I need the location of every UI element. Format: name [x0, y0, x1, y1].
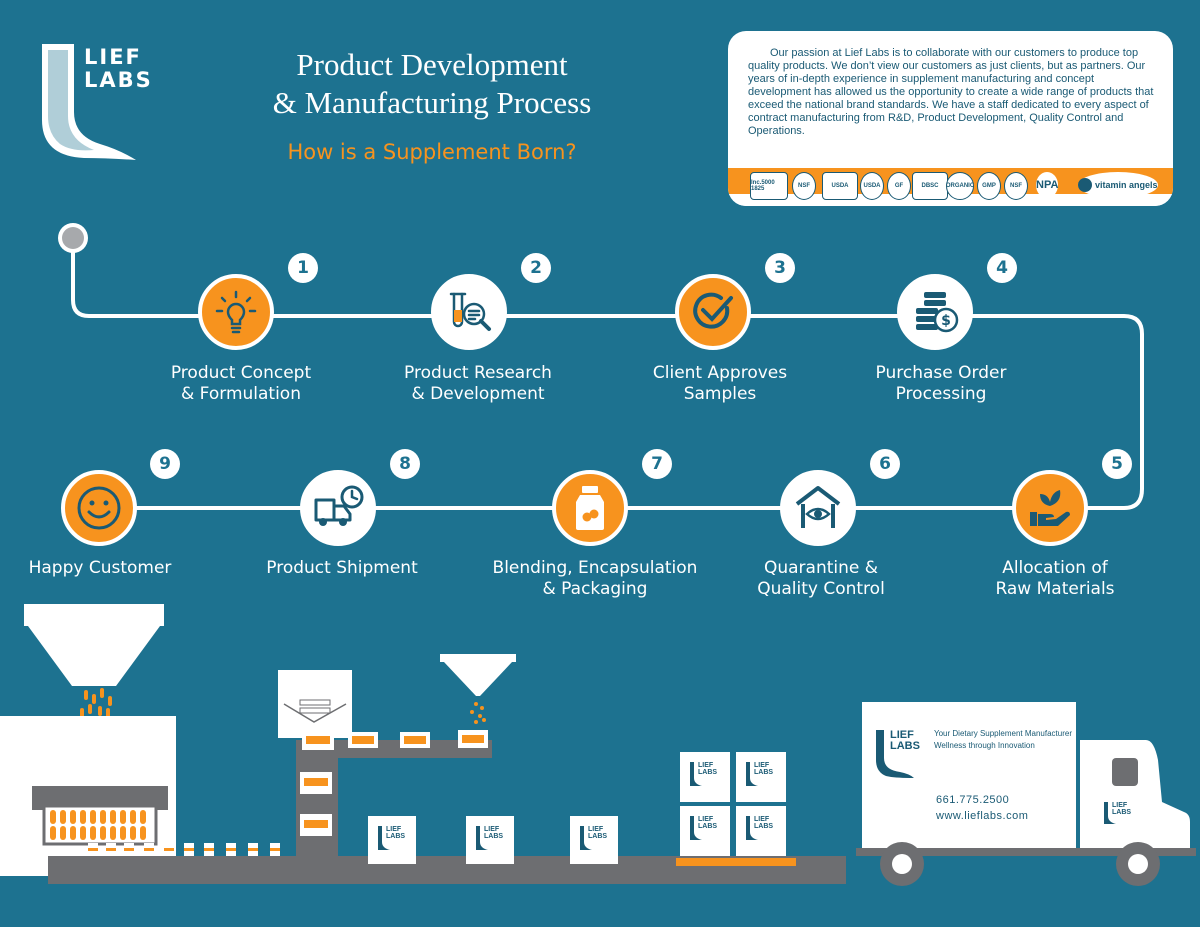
pallet-box-4-logo-text: LIEF LABS: [754, 816, 774, 830]
truck-clock-icon: [314, 485, 364, 526]
cert-inc5000-badge: Inc.5000 1825: [750, 172, 788, 200]
step-6-circle: [780, 470, 856, 546]
step-9-number: 9: [150, 449, 180, 479]
step-3-number: 3: [765, 253, 795, 283]
coins-dollar-icon: $: [916, 292, 959, 333]
truck-tagline: Your Dietary Supplement Manufacturer Wel…: [934, 729, 1072, 750]
step-8-label: Product Shipment: [266, 558, 418, 578]
bottles-on-upper-belt: [300, 730, 488, 836]
hopper-top: [24, 604, 164, 626]
hopper-funnel: [28, 626, 160, 686]
falling-capsules: [80, 688, 112, 718]
shipping-boxes-on-belt: [368, 816, 618, 864]
page-title: Product Development & Manufacturing Proc…: [232, 46, 632, 122]
truck-cab: [1080, 740, 1190, 854]
step-9-label: Happy Customer: [28, 558, 172, 578]
pallet-box-3-logo-text: LIEF LABS: [698, 816, 718, 830]
title-line-2: & Manufacturing Process: [272, 85, 592, 120]
step-1-number: 1: [288, 253, 318, 283]
pallet-box-1-logo-text: LIEF LABS: [698, 762, 718, 776]
filling-funnel-top: [440, 654, 516, 662]
step-5-circle: [1012, 470, 1088, 546]
step-9-circle: [61, 470, 137, 546]
step-3-label: Client Approves Samples: [652, 363, 788, 404]
step-2-number: 2: [521, 253, 551, 283]
upper-conveyor: [296, 740, 492, 758]
step-1-label: Product Concept & Formulation: [170, 363, 312, 404]
step-6-number: 6: [870, 449, 900, 479]
bottle-icon: [576, 486, 604, 530]
vitamin-angels-label: vitamin angels: [1095, 180, 1158, 190]
step-7-circle: [552, 470, 628, 546]
step-7-label: Blending, Encapsulation & Packaging: [492, 558, 698, 599]
truck-logo-mark: [876, 730, 914, 778]
step-8-number: 8: [390, 449, 420, 479]
cab-logo-mark: [1104, 802, 1116, 824]
warehouse-eye-icon: [795, 486, 841, 528]
filling-funnel: [444, 662, 512, 696]
truck-website: www.lieflabs.com: [936, 810, 1029, 822]
pallet: [676, 858, 796, 866]
chamber-capsules: [50, 810, 146, 840]
cert-nsf-badge: NSF: [792, 172, 816, 200]
cert-usda-badge: USDA: [822, 172, 858, 200]
falling-powder: [470, 702, 486, 724]
step-3-circle: [675, 274, 751, 350]
cert-gf-badge: GF: [887, 172, 911, 200]
box-1-logo-text: LIEF LABS: [386, 826, 406, 840]
cert-seal-badge: USDA: [860, 172, 884, 200]
brand-logo-text: LIEF LABS: [84, 45, 153, 92]
step-1-circle: [198, 274, 274, 350]
step-5-label: Allocation of Raw Materials: [995, 558, 1115, 599]
step-2-circle: [431, 274, 507, 350]
step-4-circle: $: [897, 274, 973, 350]
cert-vitamin-angels-badge: vitamin angels: [1078, 172, 1158, 198]
step-4-label: Purchase Order Processing: [875, 363, 1007, 404]
lightbulb-icon: [215, 290, 257, 334]
box-logo-marks: [378, 762, 758, 850]
pallet-box-2-logo-text: LIEF LABS: [754, 762, 774, 776]
checkmark-icon: [693, 292, 733, 329]
small-bottles: [88, 843, 280, 856]
pallet-boxes: [680, 752, 786, 856]
intro-text: Our passion at Lief Labs is to collabora…: [748, 47, 1154, 137]
smiley-icon: [77, 486, 121, 530]
page-subtitle: How is a Supplement Born?: [287, 140, 577, 164]
step-8-circle: [300, 470, 376, 546]
test-tube-magnifier-icon: [449, 292, 491, 331]
cab-logo-text: LIEF LABS: [1112, 802, 1132, 816]
step-4-number: 4: [987, 253, 1017, 283]
step-6-label: Quarantine & Quality Control: [757, 558, 885, 599]
truck-chassis: [856, 848, 1196, 856]
cert-gmp-badge: GMP: [977, 172, 1001, 200]
cert-npa-badge: NPA: [1036, 172, 1059, 198]
truck-logo-text: LIEF LABS: [890, 729, 920, 752]
truck-window: [1112, 758, 1138, 786]
step-2-label: Product Research & Development: [404, 363, 552, 404]
title-line-1: Product Development: [296, 47, 568, 82]
cert-nsf2-badge: NSF: [1004, 172, 1028, 200]
lief-labs-logo-icon: [42, 44, 136, 160]
cert-organic-badge: ORGANIC: [946, 172, 974, 200]
svg-text:$: $: [941, 313, 951, 329]
truck-phone: 661.775.2500: [936, 794, 1010, 806]
hand-plant-icon: [1030, 490, 1070, 526]
step-7-number: 7: [642, 449, 672, 479]
step-5-number: 5: [1102, 449, 1132, 479]
box-3-logo-text: LIEF LABS: [588, 826, 608, 840]
box-2-logo-text: LIEF LABS: [484, 826, 504, 840]
